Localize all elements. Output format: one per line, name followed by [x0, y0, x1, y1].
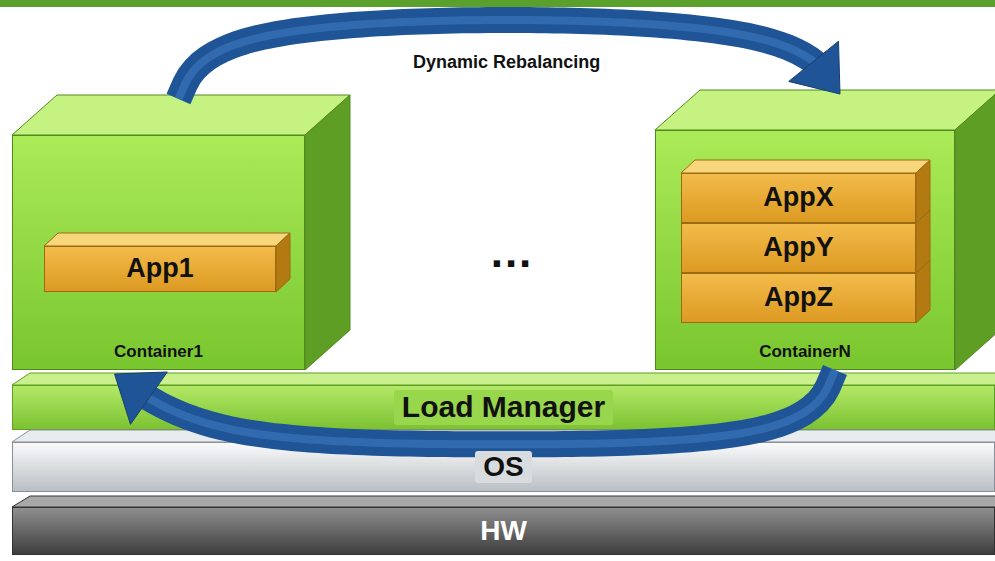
- arrow-body: [179, 20, 817, 99]
- layer-label: OS: [475, 451, 531, 483]
- box-top-face: [12, 496, 995, 507]
- arrow-highlight: [145, 370, 835, 444]
- arrow-head: [789, 41, 840, 94]
- box-side-face: [916, 210, 930, 273]
- arrow-head: [115, 372, 168, 424]
- box-side-face: [305, 95, 350, 370]
- ellipsis-mark: ...: [491, 227, 534, 278]
- box-side-face: [276, 233, 290, 292]
- box-top-face: [12, 95, 350, 135]
- arrow-highlight: [179, 20, 817, 99]
- edge-label: Dynamic Rebalancing: [413, 52, 600, 73]
- arrow-body: [145, 370, 835, 444]
- container-box: AppX AppY AppZ ContainerN: [655, 130, 955, 370]
- app-box: AppZ: [681, 273, 916, 323]
- app-label: App1: [126, 253, 194, 284]
- box-top-face: [44, 233, 290, 246]
- app-box: AppX: [681, 173, 916, 223]
- app-label: AppY: [763, 232, 834, 263]
- app-label: AppX: [763, 182, 834, 213]
- box-top-face: [681, 160, 930, 173]
- box-top-face: [655, 90, 995, 130]
- container-label: ContainerN: [759, 342, 851, 362]
- app-label: AppZ: [764, 282, 833, 313]
- box-3d-faces: [12, 95, 352, 372]
- rebalancing-arrow: [115, 370, 835, 444]
- box-side-face: [916, 160, 930, 223]
- app-box: App1: [44, 246, 276, 292]
- layer-band: HW: [12, 507, 995, 555]
- layer-label: Load Manager: [394, 390, 613, 425]
- container-label: Container1: [114, 342, 203, 362]
- rebalancing-arrow: [179, 20, 841, 99]
- app-box: AppY: [681, 223, 916, 273]
- layer-label: HW: [480, 515, 527, 547]
- container-box: App1Container1: [12, 135, 305, 370]
- box-side-face: [955, 90, 995, 370]
- header-strip: [0, 0, 995, 7]
- box-side-face: [916, 260, 930, 323]
